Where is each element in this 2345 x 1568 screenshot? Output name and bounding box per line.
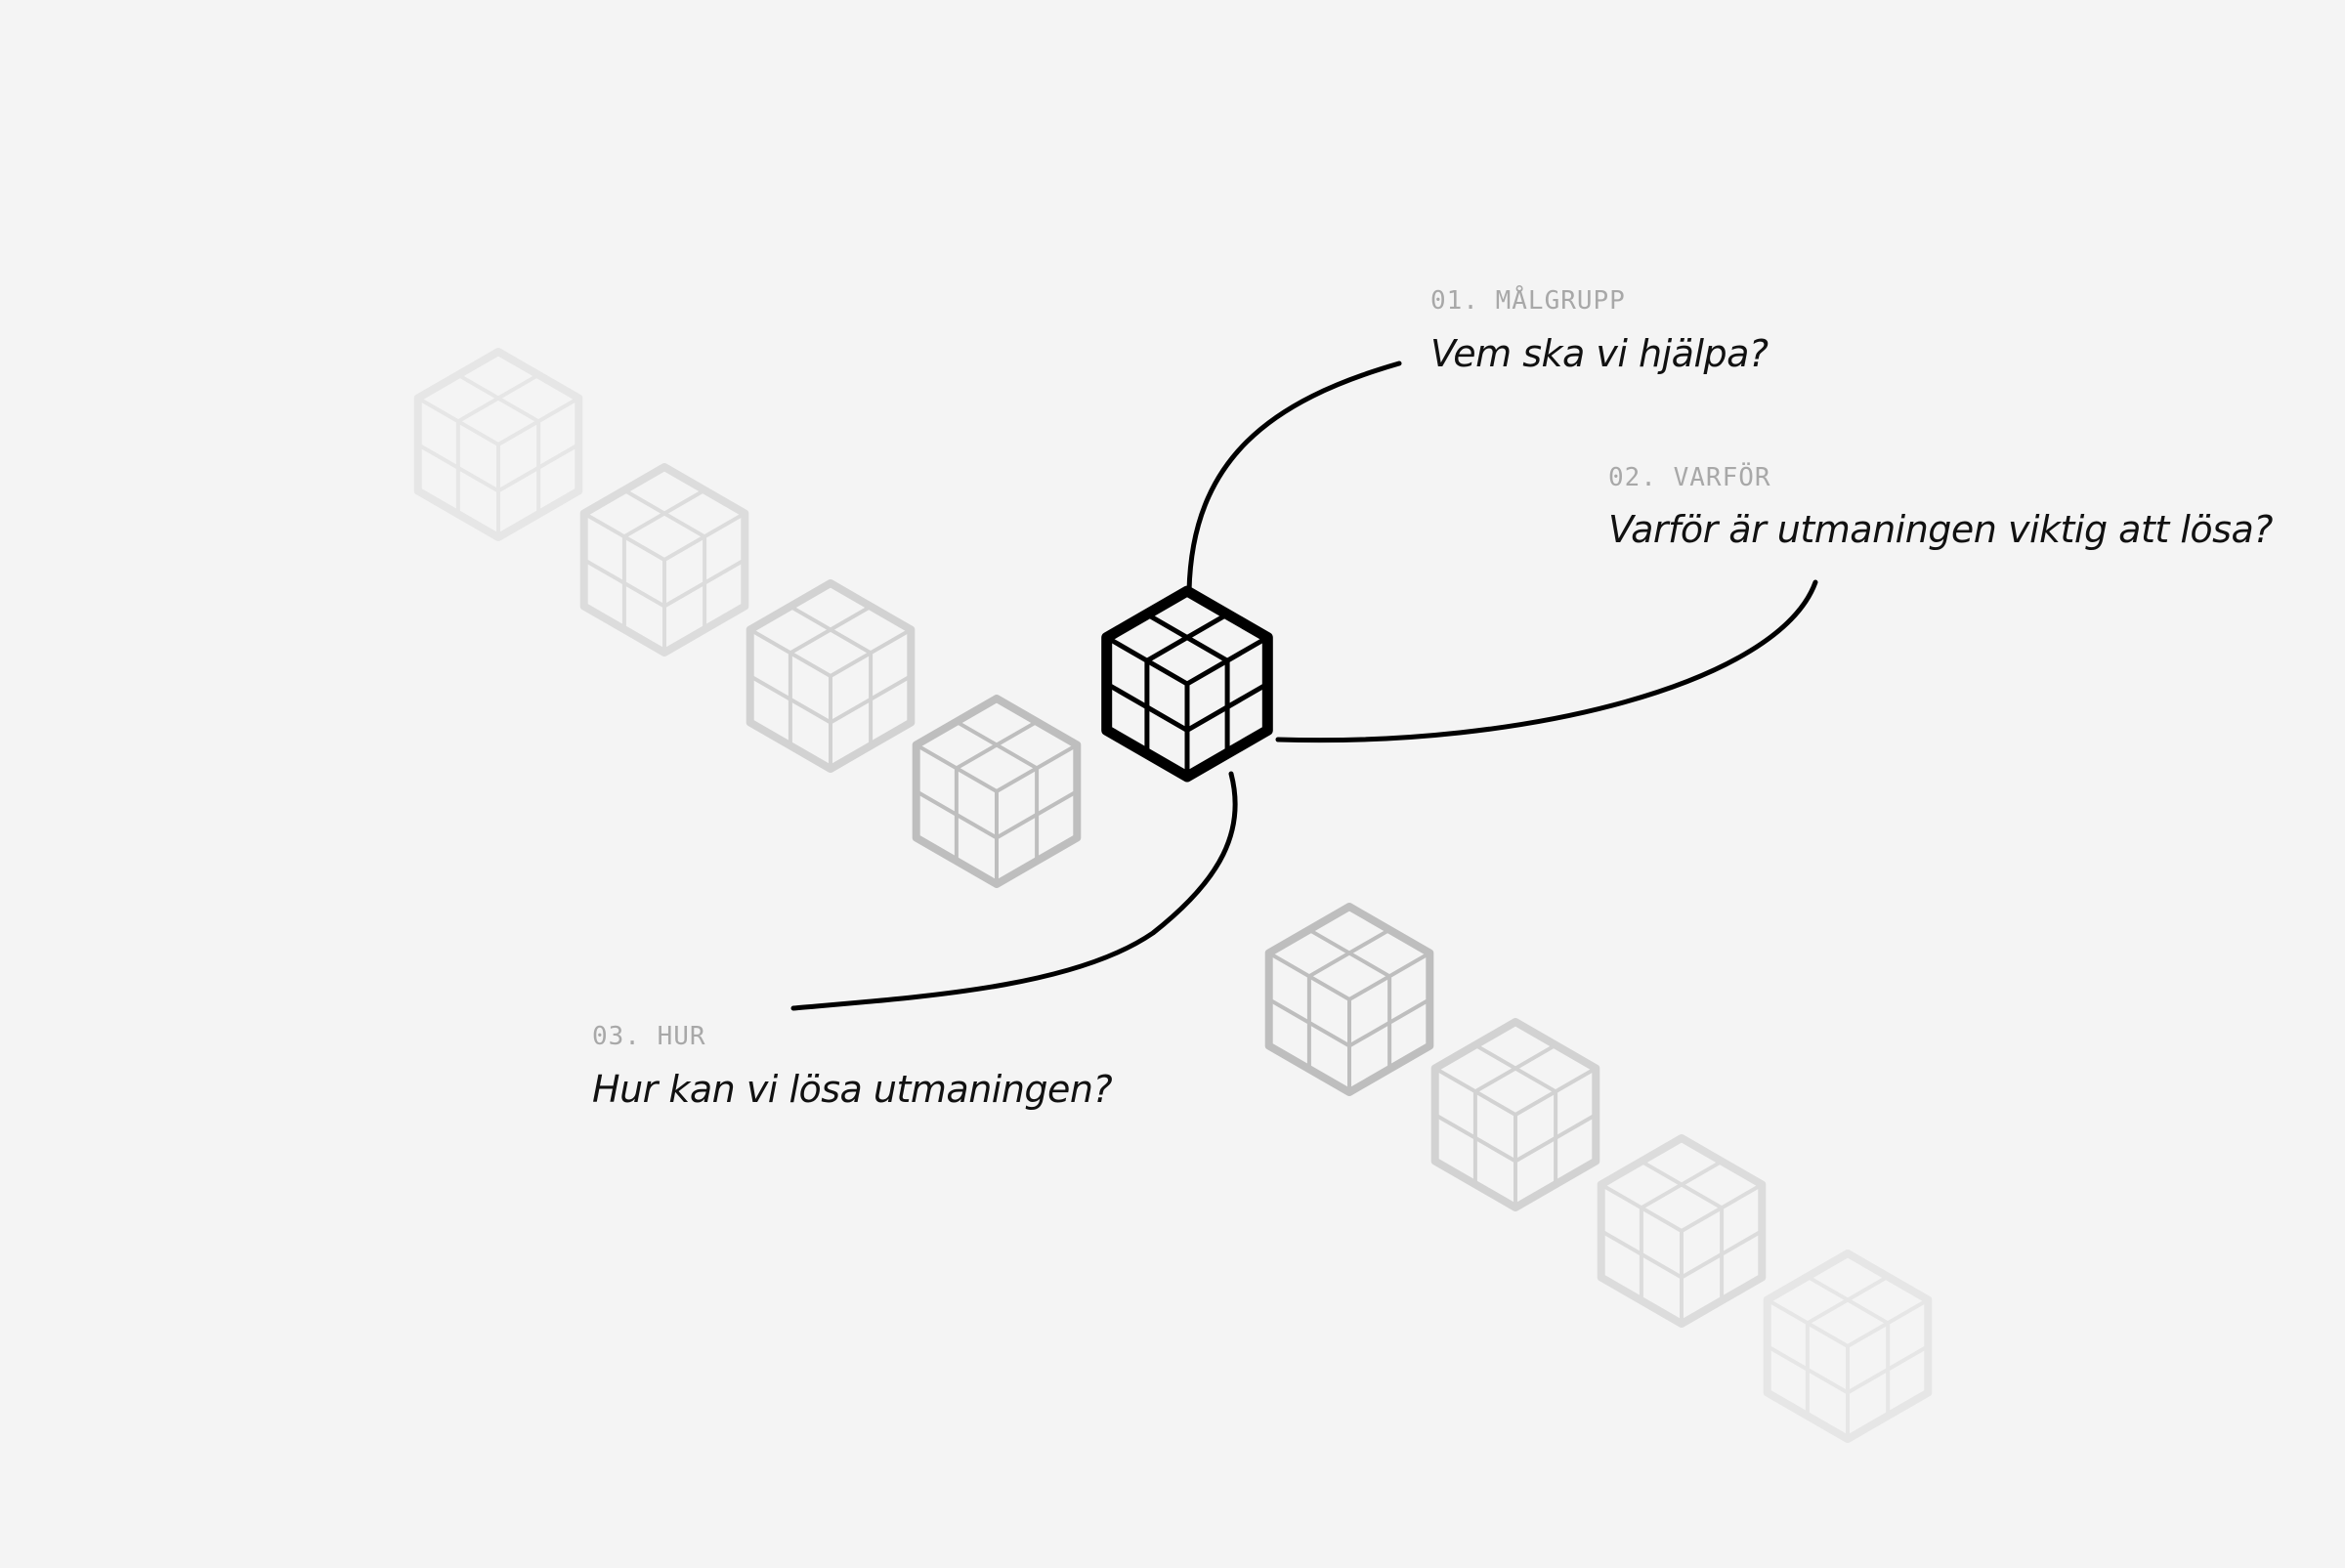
label-malgrupp: 01. MÅLGRUPP (1430, 286, 1626, 316)
connector-malgrupp (1186, 360, 1402, 594)
label-varfor: 02. VARFÖR (1608, 463, 1771, 492)
connector-varfor (1275, 579, 1818, 743)
question-varfor: Varför är utmaningen viktig att lösa? (1608, 508, 2273, 551)
cube-icon (1264, 903, 1434, 1096)
cube-icon (746, 579, 916, 773)
question-malgrupp: Vem ska vi hjälpa? (1430, 332, 1769, 375)
cube-icon (1597, 1134, 1767, 1328)
cube-icon (912, 695, 1082, 888)
cube-icon (1101, 585, 1273, 783)
cube-icon (413, 348, 583, 541)
label-hur: 03. HUR (592, 1022, 706, 1051)
cube-icon (579, 463, 749, 657)
question-hur: Hur kan vi lösa utmaningen? (592, 1068, 1113, 1111)
cube-icon (1430, 1018, 1600, 1211)
cube-icon (1763, 1250, 1933, 1443)
connector-hur (790, 771, 1238, 1011)
